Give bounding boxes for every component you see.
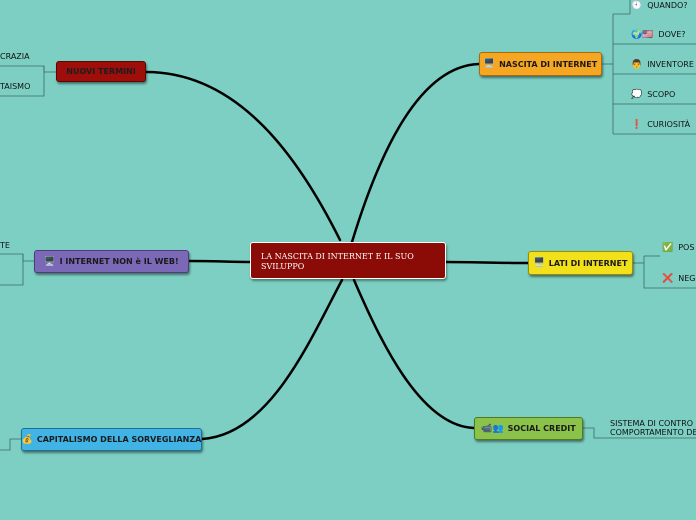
leaf-crazia[interactable]: CRAZIA — [0, 52, 30, 61]
clock-icon: 🕘 — [631, 1, 643, 11]
leaf-inventore[interactable]: 👨INVENTORE — [631, 60, 694, 70]
leaf-scopo[interactable]: 💭SCOPO — [631, 90, 676, 100]
node-social-credit-label: SOCIAL CREDIT — [507, 424, 576, 433]
check-icon: ✅ — [662, 243, 674, 253]
exclamation-icon: ❗ — [631, 120, 643, 130]
computer-icon: 🖥️ — [533, 258, 545, 268]
node-nascita-internet[interactable]: 🖥️ NASCITA DI INTERNET — [479, 52, 602, 76]
node-nascita-internet-label: NASCITA DI INTERNET — [499, 59, 598, 69]
node-nuovi-termini-label: NUOVI TERMINI — [66, 67, 136, 76]
node-internet-non-web[interactable]: 🖥️ I INTERNET NON è IL WEB! — [34, 250, 189, 273]
leaf-curiosita[interactable]: ❗CURIOSITÀ — [631, 120, 691, 130]
leaf-taismo[interactable]: TAISMO — [0, 82, 31, 91]
computer-icon: 🖥️ — [44, 256, 56, 267]
node-nuovi-termini[interactable]: NUOVI TERMINI — [56, 61, 146, 82]
node-social-credit[interactable]: 📹👥 SOCIAL CREDIT — [474, 417, 583, 440]
money-bag-icon: 💰 — [21, 434, 33, 445]
node-lati-internet-label: LATI DI INTERNET — [548, 258, 628, 268]
leaf-dove[interactable]: 🌍🇺🇸DOVE? — [631, 30, 686, 40]
central-topic-line2: SVILUPPO — [261, 262, 305, 271]
leaf-sistema-controllo[interactable]: SISTEMA DI CONTRO COMPORTAMENTO DE — [610, 419, 696, 437]
node-capitalismo[interactable]: 💰 CAPITALISMO DELLA SORVEGLIANZA — [21, 428, 202, 451]
person-icon: 👨 — [631, 60, 643, 70]
node-internet-non-web-label: I INTERNET NON è IL WEB! — [59, 257, 179, 266]
globe-flag-icon: 🌍🇺🇸 — [631, 30, 654, 40]
camera-people-icon: 📹👥 — [481, 423, 504, 434]
branch-line-nuovi-termini — [144, 70, 342, 242]
leaf-te[interactable]: TE — [0, 241, 10, 250]
branch-line-lati — [444, 260, 530, 265]
computer-icon: 🖥️ — [483, 59, 496, 69]
leaf-pos[interactable]: ✅POS — [662, 243, 695, 253]
branch-line-capitalismo — [200, 278, 344, 441]
central-topic[interactable]: LA NASCITA DI INTERNET E IL SUO SVILUPPO — [250, 242, 446, 279]
branch-line-nascita — [350, 62, 481, 244]
leaf-quando[interactable]: 🕘QUANDO? — [631, 1, 688, 11]
branch-line-internet-non-web — [187, 259, 252, 264]
cross-icon: ❌ — [662, 274, 674, 284]
node-lati-internet[interactable]: 🖥️ LATI DI INTERNET — [528, 251, 633, 275]
leaf-neg[interactable]: ❌NEG — [662, 274, 696, 284]
central-topic-line1: LA NASCITA DI INTERNET E IL SUO — [261, 252, 414, 261]
branch-line-social-credit — [352, 278, 476, 430]
node-capitalismo-label: CAPITALISMO DELLA SORVEGLIANZA — [36, 435, 202, 444]
thought-bubble-icon: 💭 — [631, 90, 643, 100]
